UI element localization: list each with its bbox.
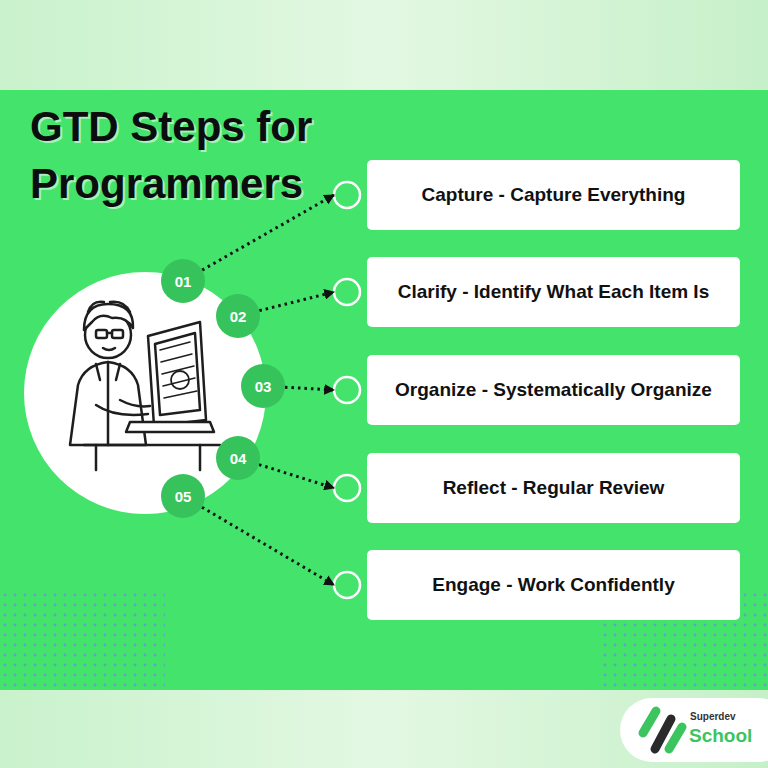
step-text: Clarify - Identify What Each Item Is [398,279,709,306]
step-number-text: 03 [255,378,272,395]
step-box: Reflect - Regular Review [334,453,740,523]
step-number-text: 05 [175,488,192,505]
step-card: Capture - Capture Everything [367,160,740,230]
illustration-circle [24,272,266,514]
step-number: 04 [216,436,260,480]
step-box: Clarify - Identify What Each Item Is [334,257,740,327]
dotted-connector [202,507,334,585]
logo-text: Superdev [690,711,736,722]
step-card: Engage - Work Confidently [367,550,740,620]
step-number: 01 [161,259,205,303]
step-number: 03 [241,364,285,408]
step-text: Organize - Systematically Organize [395,377,712,404]
step-text: Reflect - Regular Review [443,475,665,502]
step-box: Engage - Work Confidently [334,550,740,620]
step-card: Clarify - Identify What Each Item Is [367,257,740,327]
dot-grid [0,592,165,690]
green-panel [0,90,768,690]
programmer-illustration [70,302,220,470]
logo-icon [643,711,682,749]
step-number-text: 02 [230,308,247,325]
step-box: Capture - Capture Everything [334,160,740,230]
dotted-connector [285,387,334,390]
step-number-text: 01 [175,273,192,290]
step-number-text: 04 [230,450,247,467]
anchor-circle [334,182,360,598]
step-number: 05 [161,474,205,518]
dotted-connector [259,292,334,311]
logo-badge [620,698,768,762]
step-box: Organize - Systematically Organize [334,355,740,425]
step-card: Reflect - Regular Review [367,453,740,523]
dotted-connector [259,465,334,488]
logo-text: School [689,725,752,747]
step-card: Organize - Systematically Organize [367,355,740,425]
title: GTD Steps for Programmers [30,98,340,212]
step-text: Engage - Work Confidently [432,572,674,599]
step-number: 02 [216,294,260,338]
step-text: Capture - Capture Everything [422,182,686,209]
